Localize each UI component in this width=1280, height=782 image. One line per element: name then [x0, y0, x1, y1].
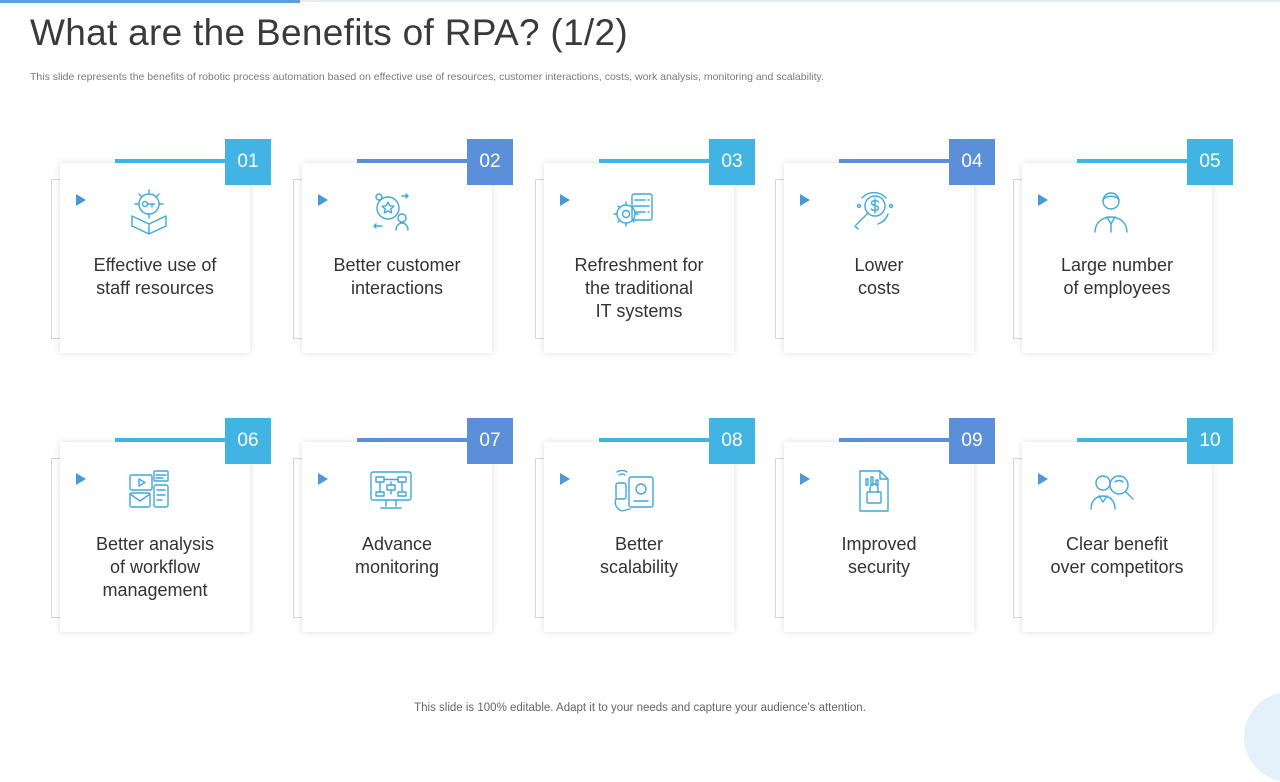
card-label: Effective use of staff resources	[93, 255, 217, 298]
workflow-email-icon	[124, 465, 174, 515]
triangle-arrow-icon	[800, 194, 810, 206]
card-panel	[1022, 163, 1212, 353]
top-accent-bar	[0, 0, 300, 3]
slide-title: What are the Benefits of RPA? (1/2)	[30, 12, 628, 53]
triangle-arrow-icon	[318, 473, 328, 485]
triangle-arrow-icon	[1038, 194, 1048, 206]
document-lock-icon	[848, 465, 898, 515]
card-number-badge: 03	[709, 139, 755, 185]
card-accent-bar	[115, 438, 225, 442]
triangle-arrow-icon	[1038, 473, 1048, 485]
triangle-arrow-icon	[318, 194, 328, 206]
card-number-badge: 02	[467, 139, 513, 185]
card-label: Clear benefit over competitors	[1050, 534, 1184, 577]
card-label: Improved security	[841, 534, 917, 577]
card-panel	[784, 442, 974, 632]
hand-device-icon	[608, 465, 658, 515]
triangle-arrow-icon	[560, 194, 570, 206]
card-accent-bar	[839, 438, 949, 442]
card-number-badge: 04	[949, 139, 995, 185]
monitor-flowchart-icon	[366, 465, 416, 515]
card-accent-bar	[1077, 438, 1187, 442]
card-accent-bar	[599, 438, 709, 442]
employee-person-icon	[1086, 186, 1136, 236]
footer-note: This slide is 100% editable. Adapt it to…	[414, 702, 866, 714]
card-panel	[302, 163, 492, 353]
card-panel	[1022, 442, 1212, 632]
card-accent-bar	[357, 438, 467, 442]
customer-service-star-icon	[366, 186, 416, 236]
gear-key-box-icon	[124, 186, 174, 236]
top-border-line	[0, 0, 1280, 2]
card-accent-bar	[1077, 159, 1187, 163]
slide-subtitle: This slide represents the benefits of ro…	[30, 71, 824, 83]
card-accent-bar	[839, 159, 949, 163]
card-accent-bar	[599, 159, 709, 163]
card-number-badge: 01	[225, 139, 271, 185]
dollar-magnifier-icon	[848, 186, 898, 236]
card-panel	[784, 163, 974, 353]
card-label: Advance monitoring	[354, 534, 440, 577]
card-label: Better analysis of workflow management	[95, 534, 215, 600]
card-label: Better scalability	[599, 534, 679, 577]
card-panel	[60, 163, 250, 353]
triangle-arrow-icon	[800, 473, 810, 485]
card-label: Large number of employees	[1060, 255, 1174, 298]
card-panel	[60, 442, 250, 632]
card-label: Refreshment for the traditional IT syste…	[574, 255, 704, 321]
card-number-badge: 09	[949, 418, 995, 464]
card-panel	[544, 442, 734, 632]
card-panel	[302, 442, 492, 632]
card-number-badge: 05	[1187, 139, 1233, 185]
card-number-badge: 08	[709, 418, 755, 464]
gear-server-icon	[608, 186, 658, 236]
card-label: Lower costs	[854, 255, 904, 298]
card-label: Better customer interactions	[333, 255, 461, 298]
card-number-badge: 10	[1187, 418, 1233, 464]
card-accent-bar	[357, 159, 467, 163]
triangle-arrow-icon	[76, 473, 86, 485]
card-accent-bar	[115, 159, 225, 163]
triangle-arrow-icon	[560, 473, 570, 485]
people-magnifier-icon	[1086, 465, 1136, 515]
card-number-badge: 06	[225, 418, 271, 464]
card-number-badge: 07	[467, 418, 513, 464]
triangle-arrow-icon	[76, 194, 86, 206]
